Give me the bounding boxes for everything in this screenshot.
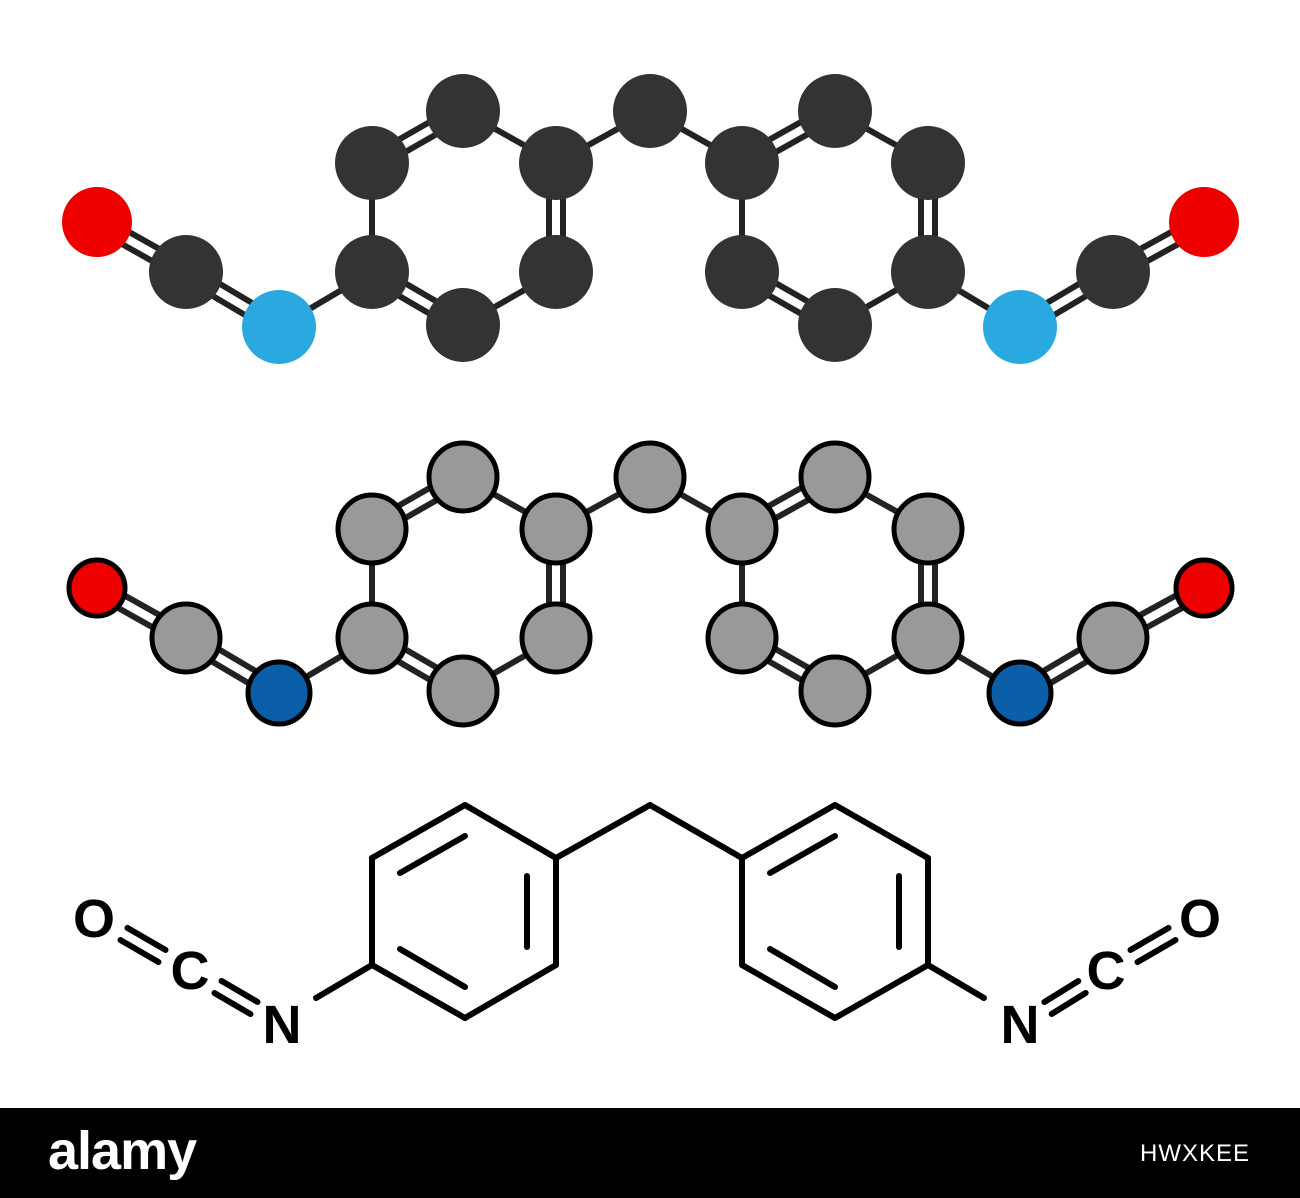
right-ring-edge-6 <box>739 802 838 861</box>
atom-o-left <box>66 557 128 619</box>
image-id: HWXKEE <box>1139 1140 1250 1167</box>
atom-label-o-right: O <box>1179 889 1221 949</box>
bond-c-o-right-line1 <box>1127 924 1172 953</box>
atom-c1 <box>335 601 409 675</box>
atom-c-iso-left <box>149 601 223 675</box>
skeletal-bonds <box>117 802 1179 1021</box>
atom-label-o-left: O <box>73 889 115 949</box>
top-model-atoms <box>62 74 1239 364</box>
atom-c5 <box>519 235 593 309</box>
atom-o-right <box>1173 557 1235 619</box>
space-filling-model <box>62 74 1239 364</box>
atom-c3 <box>426 440 500 514</box>
bond-n-c-right-line1 <box>1041 978 1082 1006</box>
bond-ring-n-right <box>925 962 987 1001</box>
right-ring-inner-3 <box>767 946 838 990</box>
left-ring-inner-3 <box>397 946 468 990</box>
atom-ch2 <box>613 74 687 148</box>
atom-c11 <box>798 654 872 728</box>
bond-ring-n-left <box>313 962 375 1001</box>
right-ring-inner-1 <box>767 833 838 876</box>
bond-ring-ch2-left <box>553 802 653 861</box>
atom-c6 <box>426 654 500 728</box>
atom-c4 <box>519 492 593 566</box>
right-ring-edge-1 <box>832 802 931 861</box>
atom-c4 <box>519 126 593 200</box>
brand-logo: alamy <box>48 1121 197 1181</box>
atom-c10 <box>891 601 965 675</box>
bond-c-n-left-line2 <box>211 990 254 1018</box>
atom-label-n-left: N <box>263 995 302 1055</box>
atom-c3 <box>426 74 500 148</box>
atom-c8 <box>798 440 872 514</box>
atom-label-c-right: C <box>1087 941 1126 1001</box>
atom-c1 <box>335 235 409 309</box>
left-ring-edge-4 <box>369 962 468 1021</box>
atom-c7 <box>705 126 779 200</box>
atom-label-n-right: N <box>1001 995 1040 1055</box>
atom-n-right <box>986 659 1054 727</box>
bond-c-o-right-line2 <box>1134 937 1179 966</box>
atom-c12 <box>705 601 779 675</box>
bond-c-n-left-line1 <box>218 977 261 1005</box>
atom-label-c-left: C <box>171 941 210 1001</box>
left-ring-edge-6 <box>369 802 468 861</box>
atom-c9 <box>891 126 965 200</box>
right-ring-edge-3 <box>832 962 931 1021</box>
bond-n-c-right-line2 <box>1048 989 1089 1017</box>
atom-n-right <box>983 290 1057 364</box>
left-ring-edge-3 <box>462 962 559 1021</box>
atom-o-right <box>1169 187 1239 257</box>
skeletal-formula: O C N N C O <box>73 802 1221 1055</box>
atom-c-iso-left <box>149 235 223 309</box>
molecule-illustration: O C N N C O <box>62 74 1239 1055</box>
atom-c2 <box>335 492 409 566</box>
atom-c10 <box>891 235 965 309</box>
bond-ch2-ring-right <box>647 802 745 861</box>
bond-o-c-left-line1 <box>124 924 169 953</box>
atom-c-iso-right <box>1076 235 1150 309</box>
left-ring-edge-1 <box>462 802 559 861</box>
atom-c11 <box>798 288 872 362</box>
right-ring-edge-4 <box>739 962 838 1021</box>
bond-o-c-left-line2 <box>117 937 162 966</box>
atom-c12 <box>705 235 779 309</box>
atom-c-iso-right <box>1076 601 1150 675</box>
atom-c6 <box>426 288 500 362</box>
atom-c2 <box>335 126 409 200</box>
atom-o-left <box>62 187 132 257</box>
atom-c5 <box>519 601 593 675</box>
atom-n-left <box>245 659 313 727</box>
left-ring-inner-1 <box>397 833 468 876</box>
atom-c8 <box>798 74 872 148</box>
atom-c9 <box>891 492 965 566</box>
ball-and-stick-model <box>66 440 1235 728</box>
footer-bar: alamy HWXKEE <box>0 1108 1300 1198</box>
mid-model-atoms <box>66 440 1235 728</box>
atom-n-left <box>242 290 316 364</box>
atom-ch2 <box>613 440 687 514</box>
atom-c7 <box>705 492 779 566</box>
